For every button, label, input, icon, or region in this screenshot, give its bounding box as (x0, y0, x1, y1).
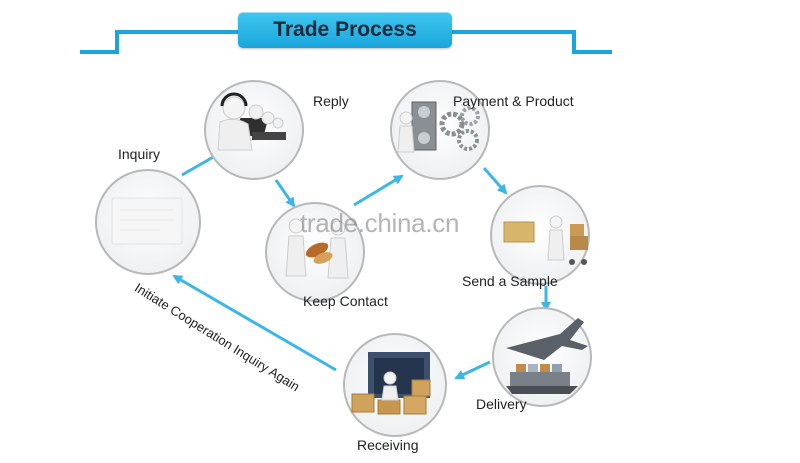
arrow-payment-to-sample (482, 167, 508, 195)
warehouse-boxes-icon (351, 352, 431, 415)
step-label-keep-contact: Keep Contact (303, 293, 388, 309)
gears-icon (397, 101, 480, 153)
handshake-icon (285, 218, 349, 279)
call-center-icon (217, 92, 286, 151)
boxes-cart-icon (503, 215, 588, 265)
step-send-sample-circle (490, 185, 590, 285)
document-icon (111, 197, 183, 245)
arrow-delivery-to-receiving (454, 360, 491, 380)
step-inquiry-circle (95, 169, 201, 275)
airplane-ship-icon (506, 318, 588, 394)
arrow-receiving-to-inquiry (172, 274, 337, 372)
step-payment-circle (390, 80, 490, 180)
page-title: Trade Process (238, 12, 452, 48)
step-delivery-circle (492, 307, 592, 407)
arrow-reply-to-keep (274, 179, 296, 208)
step-label-receiving: Receiving (357, 437, 419, 453)
step-reply-circle (204, 80, 304, 180)
step-receiving-circle (343, 333, 447, 437)
step-label-delivery: Delivery (476, 396, 527, 412)
step-keep-contact-circle (265, 202, 365, 302)
arrow-keep-to-payment (353, 174, 404, 207)
step-label-payment: Payment & Product (453, 93, 574, 109)
flow-arrows (172, 150, 551, 380)
step-label-reply: Reply (313, 93, 349, 109)
step-label-inquiry: Inquiry (118, 146, 161, 162)
watermark: trade.china.cn (300, 208, 460, 238)
step-label-send-sample: Send a Sample (462, 273, 558, 289)
header-bracket (80, 30, 612, 54)
